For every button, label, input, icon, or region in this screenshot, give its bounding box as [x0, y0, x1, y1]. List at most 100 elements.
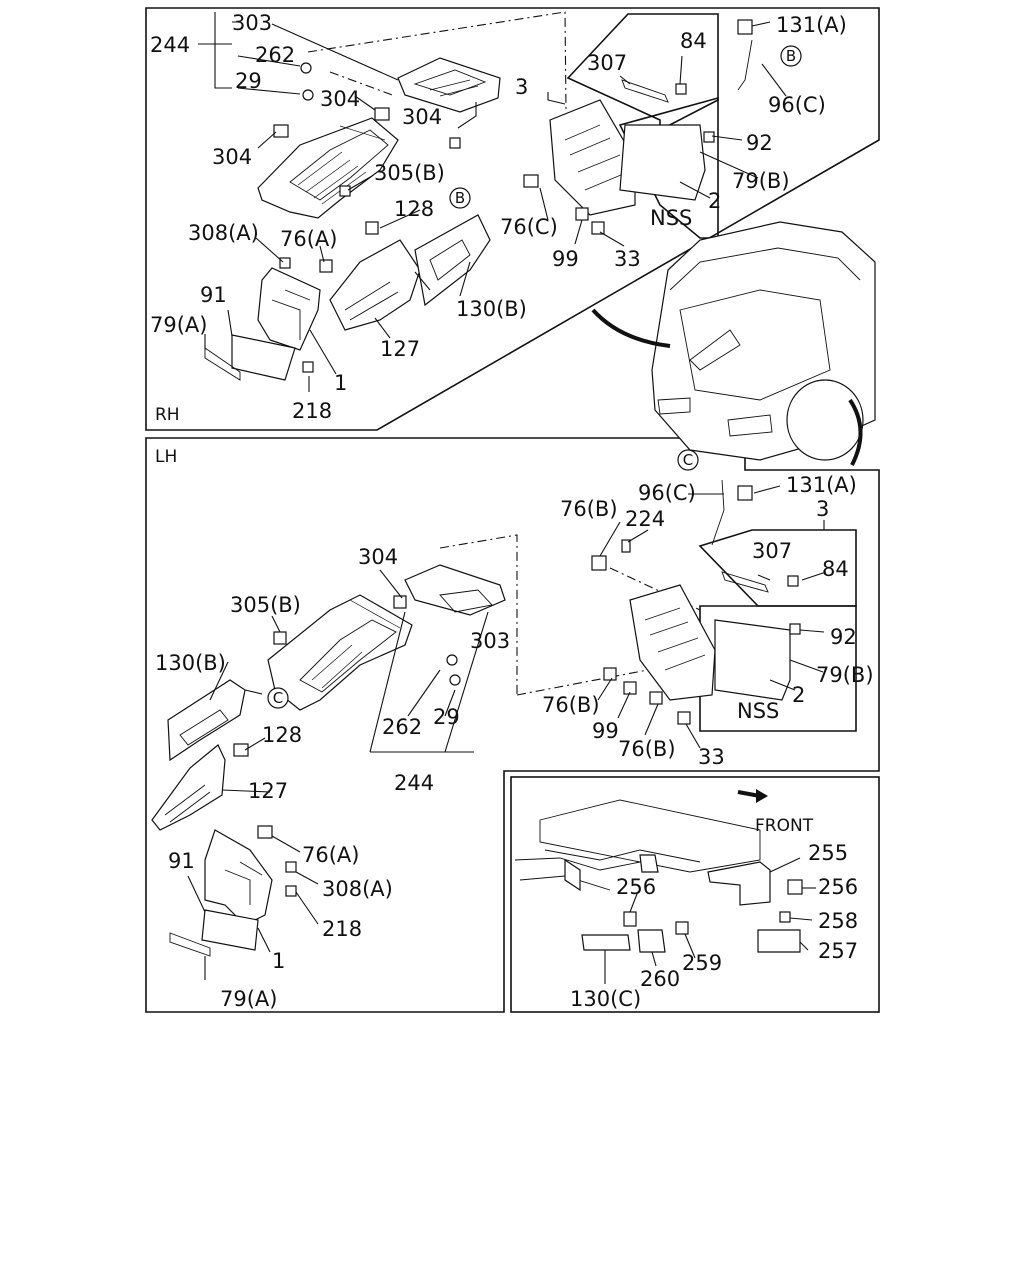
reference-markers: B B C C [267, 45, 802, 709]
callout-label: 76(C) [500, 215, 558, 239]
callout-label: 304 [212, 145, 252, 169]
rh-assembly-line-2 [329, 71, 396, 97]
callout-label: 244 [394, 771, 434, 795]
rh-mudguard-bracket [257, 267, 321, 351]
callout-label: 130(B) [456, 297, 527, 321]
callout-label: 304 [358, 545, 398, 569]
lh-inner-guard [167, 679, 246, 762]
lh-cover-plate [404, 564, 506, 616]
callout-label: 84 [822, 557, 849, 581]
callout-label: 128 [262, 723, 302, 747]
rh-callout-labels: 303 244 262 29 304 304 304 305(B) 3 307 … [150, 11, 847, 423]
detail-frame-rail [539, 799, 761, 873]
callout-label: 91 [200, 283, 227, 307]
callout-label: 260 [640, 967, 680, 991]
callout-label: 92 [830, 625, 857, 649]
callout-label: 96(C) [638, 481, 696, 505]
callout-label: 76(A) [302, 843, 359, 867]
detail-bracket-right [707, 861, 771, 906]
callout-label: 79(B) [816, 663, 874, 687]
callout-label: 259 [682, 951, 722, 975]
callout-label: 256 [818, 875, 858, 899]
callout-label: 79(B) [732, 169, 790, 193]
callout-label: 224 [625, 507, 665, 531]
callout-label: 307 [587, 51, 627, 75]
callout-label: 99 [552, 247, 579, 271]
rh-flap-bracket [549, 99, 636, 216]
rh-splash-guard [329, 239, 421, 331]
marker-c-upper: C [683, 451, 693, 469]
lh-section-label: LH [155, 447, 177, 467]
lh-mud-flap [169, 909, 259, 957]
callout-label: 33 [614, 247, 641, 271]
callout-label: 130(C) [570, 987, 641, 1011]
callout-label: 257 [818, 939, 858, 963]
marker-b-lower: B [455, 189, 465, 207]
detail-illustrations [514, 789, 803, 953]
lh-flap-bracket [629, 584, 716, 701]
callout-label: 29 [433, 705, 460, 729]
leader-lines [187, 12, 827, 984]
lh-callout-labels: 96(C) 131(A) 76(B) 224 3 307 84 304 305(… [155, 473, 874, 1011]
callout-label: 128 [394, 197, 434, 221]
callout-label: 303 [232, 11, 272, 35]
rh-fasteners [273, 19, 753, 373]
callout-label: 305(B) [230, 593, 301, 617]
front-direction-label: FRONT [755, 816, 814, 836]
rh-illustrations [204, 11, 876, 466]
rh-assembly-line-1 [307, 11, 567, 111]
rh-stay [737, 39, 753, 91]
callout-label: 79(A) [150, 313, 207, 337]
callout-label: 1 [334, 371, 347, 395]
callout-label: 303 [470, 629, 510, 653]
callout-label: 256 [616, 875, 656, 899]
lh-bracket-box [698, 529, 857, 607]
lh-fasteners [233, 485, 801, 897]
callout-label: 76(A) [280, 227, 337, 251]
callout-label: 262 [382, 715, 422, 739]
callout-label: 3 [816, 497, 829, 521]
rh-flap-2 [619, 124, 706, 201]
callout-label: NSS [650, 206, 692, 230]
rh-cover-plate [397, 57, 501, 113]
callout-label: 304 [320, 87, 360, 111]
callout-label: NSS [737, 699, 779, 723]
callout-label: 244 [150, 33, 190, 57]
rh-mud-flap [204, 334, 296, 381]
callout-label: 127 [380, 337, 420, 361]
detail-plate-260 [637, 929, 666, 953]
lh-stay [711, 479, 725, 546]
callout-label: 262 [255, 43, 295, 67]
detail-plate-257 [757, 929, 801, 953]
callout-label: 218 [292, 399, 332, 423]
callout-label: 99 [592, 719, 619, 743]
callout-label: 304 [402, 105, 442, 129]
callout-label: 96(C) [768, 93, 826, 117]
rh-fender [257, 117, 399, 219]
detail-callout-labels: 255 256 256 258 257 259 260 130(C) [570, 841, 858, 1011]
callout-label: 3 [515, 75, 528, 99]
rh-panel-frame [145, 7, 880, 431]
lh-illustrations [151, 479, 801, 957]
callout-label: 131(A) [776, 13, 847, 37]
callout-label: 305(B) [374, 161, 445, 185]
callout-label: 79(A) [220, 987, 277, 1011]
callout-label: 127 [248, 779, 288, 803]
section-tags: RH LH FRONT [155, 405, 814, 836]
rh-section-label: RH [155, 405, 180, 425]
callout-label: 2 [708, 189, 721, 213]
callout-label: 307 [752, 539, 792, 563]
callout-label: 130(B) [155, 651, 226, 675]
callout-label: 1 [272, 949, 285, 973]
callout-label: 218 [322, 917, 362, 941]
callout-label: 308(A) [322, 877, 393, 901]
callout-label: 84 [680, 29, 707, 53]
detail-panel-frame [510, 776, 880, 1013]
callout-label: 255 [808, 841, 848, 865]
lh-assembly-line-1 [439, 534, 518, 695]
detail-bracket-left [581, 934, 631, 951]
marker-b-upper: B [786, 47, 796, 65]
lh-flap-2 [714, 619, 791, 701]
callout-label: 33 [698, 745, 725, 769]
callout-label: 76(B) [618, 737, 676, 761]
